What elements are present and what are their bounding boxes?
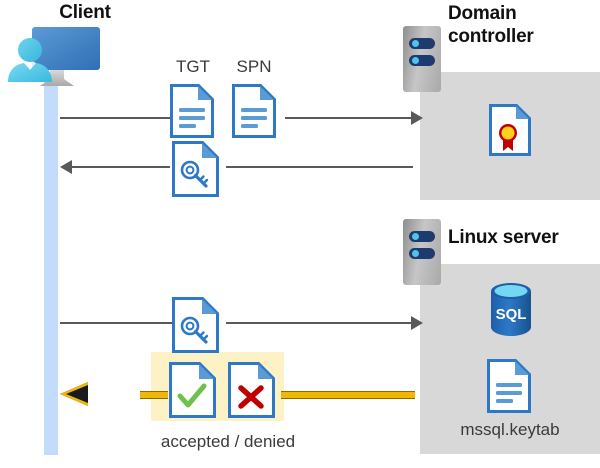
auth-result-line-left (140, 391, 168, 399)
document-check-icon (169, 362, 217, 423)
domain-controller-title: Domain controller (448, 2, 598, 48)
document-cross-icon (228, 362, 276, 423)
user-computer-icon (6, 24, 106, 90)
flow-ticket-line-left (72, 166, 170, 168)
flow-present-line-right (226, 322, 413, 324)
tgt-label: TGT (176, 57, 210, 76)
tgt-document-icon (170, 84, 214, 143)
sql-label: SQL (496, 306, 527, 323)
flow-present-line-left (60, 322, 172, 324)
domain-controller-server-rack-icon (403, 26, 441, 92)
flow-request-line-right (285, 117, 413, 119)
flow-ticket-arrowhead (60, 160, 72, 174)
client-lifeline (44, 78, 58, 455)
sql-database-icon: SQL (487, 281, 535, 342)
domain-controller-title-line2: controller (448, 26, 534, 47)
linux-server-rack-icon (403, 219, 441, 285)
linux-server-title: Linux server (448, 227, 559, 248)
accepted-denied-label: accepted / denied (160, 432, 296, 451)
domain-controller-title-line1: Domain (448, 3, 517, 24)
auth-result-arrowhead (66, 385, 88, 403)
certificate-document-icon (489, 104, 531, 161)
service-ticket-key-document-icon (172, 141, 220, 202)
flow-request-line-left (60, 117, 170, 119)
keytab-file-label: mssql.keytab (460, 420, 560, 439)
keytab-document-icon (487, 359, 531, 418)
flow-present-arrowhead (411, 316, 423, 330)
spn-document-icon (232, 84, 276, 143)
spn-label: SPN (236, 57, 272, 76)
auth-result-line-right (281, 391, 415, 399)
flow-ticket-line-right (226, 166, 413, 168)
client-title: Client (59, 2, 111, 23)
flow-request-arrowhead (411, 111, 423, 125)
presented-ticket-key-document-icon (172, 297, 220, 358)
